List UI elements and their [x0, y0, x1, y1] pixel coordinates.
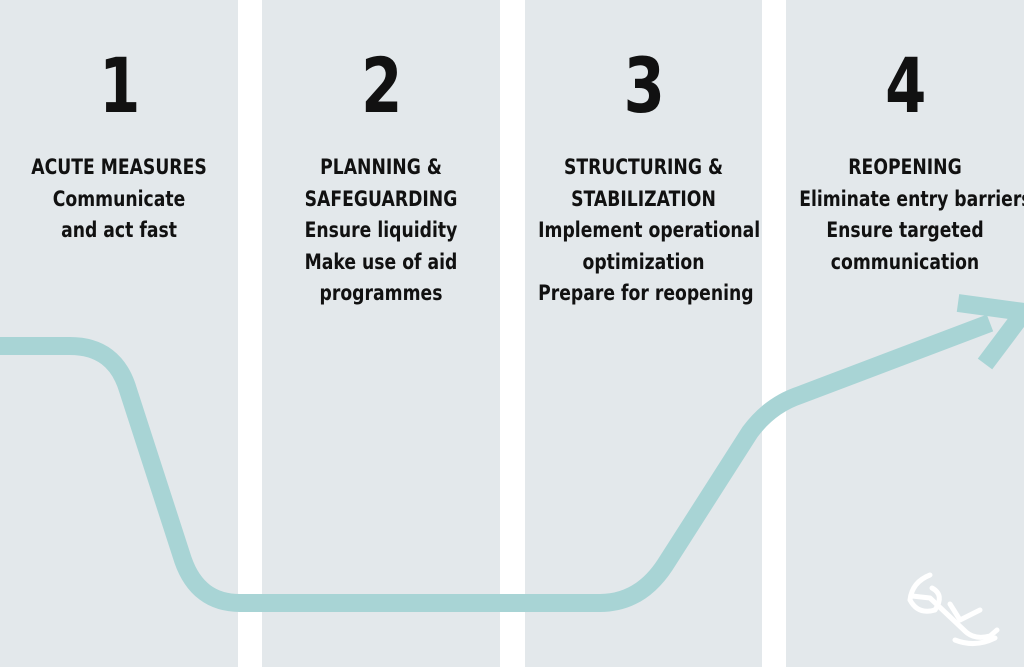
phase-4-line-3: Ensure targeted: [826, 218, 984, 242]
phase-2-line-3: Ensure liquidity: [304, 218, 458, 242]
phase-2-title-1: PLANNING &: [320, 155, 442, 179]
phase-1-number: 1: [99, 41, 140, 130]
phase-2-line-4: Make use of aid: [304, 249, 458, 274]
phase-4-line-4: communication: [830, 249, 980, 274]
phase-2-title-2: SAFEGUARDING: [304, 186, 458, 211]
phase-column-3: 3 STRUCTURING & STABILIZATION Implement …: [525, 0, 762, 667]
phase-1-title: ACUTE MEASURES: [31, 155, 207, 179]
phase-3-line-3: Implement operational: [538, 218, 761, 242]
phase-3-title-1: STRUCTURING &: [563, 155, 723, 179]
phase-column-1: 1 ACUTE MEASURES Communicate and act fas…: [0, 0, 238, 667]
phase-1-line-2: Communicate: [52, 186, 186, 211]
phase-3-line-4: optimization: [582, 249, 705, 274]
phase-1-text: ACUTE MEASURES Communicate and act fast: [13, 152, 225, 247]
phase-column-4: 4 REOPENING Eliminate entry barriers Ens…: [786, 0, 1024, 667]
phase-2-text: PLANNING & SAFEGUARDING Ensure liquidity…: [275, 152, 487, 310]
phase-3-title-2: STABILIZATION: [571, 186, 716, 211]
phase-4-title: REOPENING: [848, 155, 962, 179]
phase-1-line-3: and act fast: [61, 218, 177, 242]
phase-3-line-5: Prepare for reopening: [538, 281, 754, 305]
phase-4-text: REOPENING Eliminate entry barriers Ensur…: [799, 152, 1024, 278]
phase-3-text: STRUCTURING & STABILIZATION Implement op…: [538, 152, 761, 310]
phase-2-number: 2: [361, 41, 402, 130]
phase-column-2: 2 PLANNING & SAFEGUARDING Ensure liquidi…: [262, 0, 500, 667]
phase-3-number: 3: [623, 41, 665, 130]
phase-2-line-5: programmes: [319, 281, 443, 305]
phase-4-line-2: Eliminate entry barriers: [799, 186, 1024, 211]
phase-4-number: 4: [885, 41, 926, 130]
